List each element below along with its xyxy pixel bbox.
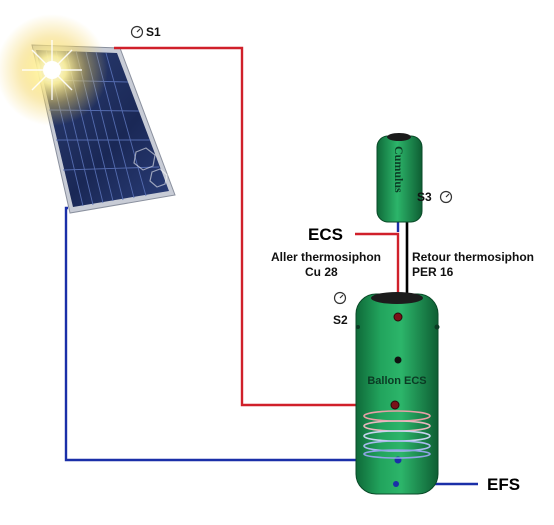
sun-glare-icon	[0, 14, 108, 126]
tank-label: Ballon ECS	[367, 375, 426, 387]
sensor-s1-label: S1	[146, 25, 161, 39]
aller-thermosiphon-pipe-size: Cu 28	[305, 265, 338, 279]
tank-hot-outlet-port	[393, 312, 403, 322]
sensor-s3-label: S3	[417, 190, 432, 204]
sensor-s2-label: S2	[333, 313, 348, 327]
gauge-icon	[130, 25, 144, 39]
tank-cold-inlet-port	[393, 481, 399, 487]
small-tank-label: Cumulus	[392, 146, 406, 193]
retour-thermosiphon-label: Retour thermosiphon	[412, 250, 534, 264]
ballon-ecs-tank: Ballon ECS	[355, 292, 440, 495]
sensor-s3: S3	[417, 190, 453, 204]
retour-thermosiphon-pipe-size: PER 16	[412, 265, 454, 279]
sensor-s1: S1	[130, 25, 161, 39]
coil-inlet-port	[390, 400, 400, 410]
solar-hot-pipe	[114, 46, 395, 407]
gauge-icon	[439, 190, 453, 204]
tank-return-port	[394, 356, 402, 364]
sensor-s2: S2	[333, 291, 348, 327]
solar-cold-pipe	[64, 206, 398, 462]
efs-label: EFS	[487, 475, 520, 494]
ecs-hot-water-pipe	[355, 232, 400, 317]
small-storage-tank: Cumulus	[376, 133, 423, 223]
heat-exchanger-coil	[363, 410, 431, 459]
gauge-icon	[333, 291, 347, 305]
glare-hexagons	[133, 147, 168, 188]
ecs-label: ECS	[308, 225, 343, 244]
aller-thermosiphon-label: Aller thermosiphon	[271, 250, 381, 264]
